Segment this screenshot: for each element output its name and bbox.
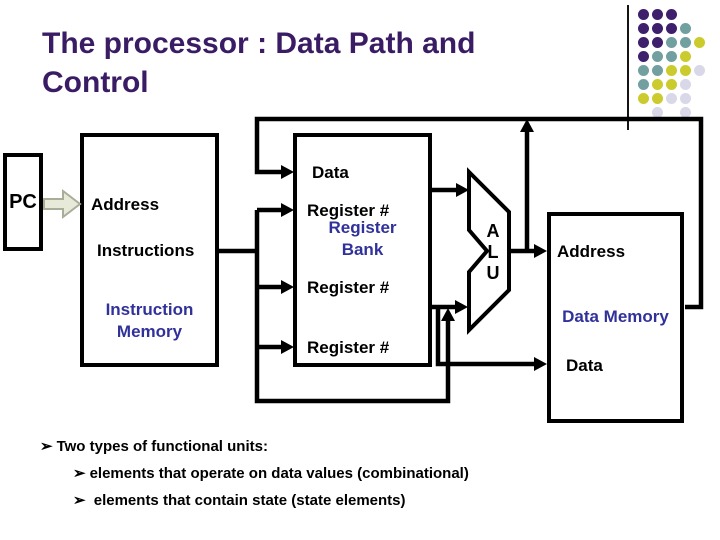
decor-dot [680,79,691,90]
pc-to-instruction-memory-arrow [43,188,82,220]
decor-dot [652,93,663,104]
instruction-memory-name: Instruction Memory [105,300,194,341]
bullet-item-1: ➢ Two types of functional units: [40,437,469,455]
bullet-item-1-text: Two types of functional units: [56,438,268,455]
bullet-item-2: ➢ elements that operate on data values (… [73,464,469,482]
im-port-instructions-label: Instructions [97,241,195,260]
rb-port-register2-label: Register # [307,278,390,297]
decor-dot [652,79,663,90]
arrowhead-feedback-up [520,119,534,132]
decor-dot [666,65,677,76]
decor-dot [638,37,649,48]
arrowhead-alu-in-b [455,300,468,314]
im-port-address-label: Address [91,195,160,214]
decor-dot [652,107,663,118]
decor-dot [652,51,663,62]
decor-dot [638,65,649,76]
decor-dot [666,9,677,20]
decor-dot [652,23,663,34]
decor-dot [666,23,677,34]
decor-dot [680,107,691,118]
arrowhead-alu-in-a [456,183,469,197]
bullet-list: ➢ Two types of functional units: ➢ eleme… [40,437,469,518]
bullet-item-3: ➢ elements that contain state (state ele… [73,491,469,509]
bullet-item-2-text: elements that operate on data values (co… [89,465,469,482]
pc-box: PC [3,153,43,251]
alu-label: A L U [486,221,500,283]
design-vertical-line [627,5,629,130]
arrow-bullet-icon: ➢ [73,492,86,509]
rb-port-data-label: Data [312,163,349,182]
bullet-item-3-text: elements that contain state (state eleme… [89,492,406,509]
decor-dot [694,65,705,76]
slide-title-line1: The processor : Data Path and [42,27,476,60]
register-bank-name: Register Bank [328,218,397,259]
rb-port-register1-label: Register # [307,201,390,220]
decor-dot [680,65,691,76]
decor-dot [638,79,649,90]
decor-dot [652,9,663,20]
data-memory-name: Data Memory [562,307,669,326]
slide-title-line2: Control [42,66,149,99]
decor-dot [638,9,649,20]
dm-port-address-label: Address [557,242,626,261]
dm-port-data-label: Data [566,356,603,375]
decor-dot [680,93,691,104]
decor-dot [680,23,691,34]
decor-dot [638,23,649,34]
wire-store-data [435,307,535,367]
instruction-memory-box [80,133,219,367]
arrowhead-dm-data-in [534,357,547,371]
decor-dot [666,79,677,90]
rb-port-register3-label: Register # [307,338,390,357]
decor-dot [652,37,663,48]
decor-dot [666,51,677,62]
slide-title: The processor : Data Path and Control [42,24,475,102]
decor-dot [680,51,691,62]
decor-dot [638,93,649,104]
arrow-bullet-icon: ➢ [73,465,86,482]
decor-dot [666,37,677,48]
pc-label: PC [9,190,37,213]
arrowhead-alu-in-imm [441,308,455,321]
decor-dot [652,65,663,76]
decor-dot [638,51,649,62]
arrow-bullet-icon: ➢ [40,438,53,455]
arrowhead-dm-address-in [534,244,547,258]
decor-dot [666,93,677,104]
decor-dot [680,37,691,48]
decor-dot [694,37,705,48]
